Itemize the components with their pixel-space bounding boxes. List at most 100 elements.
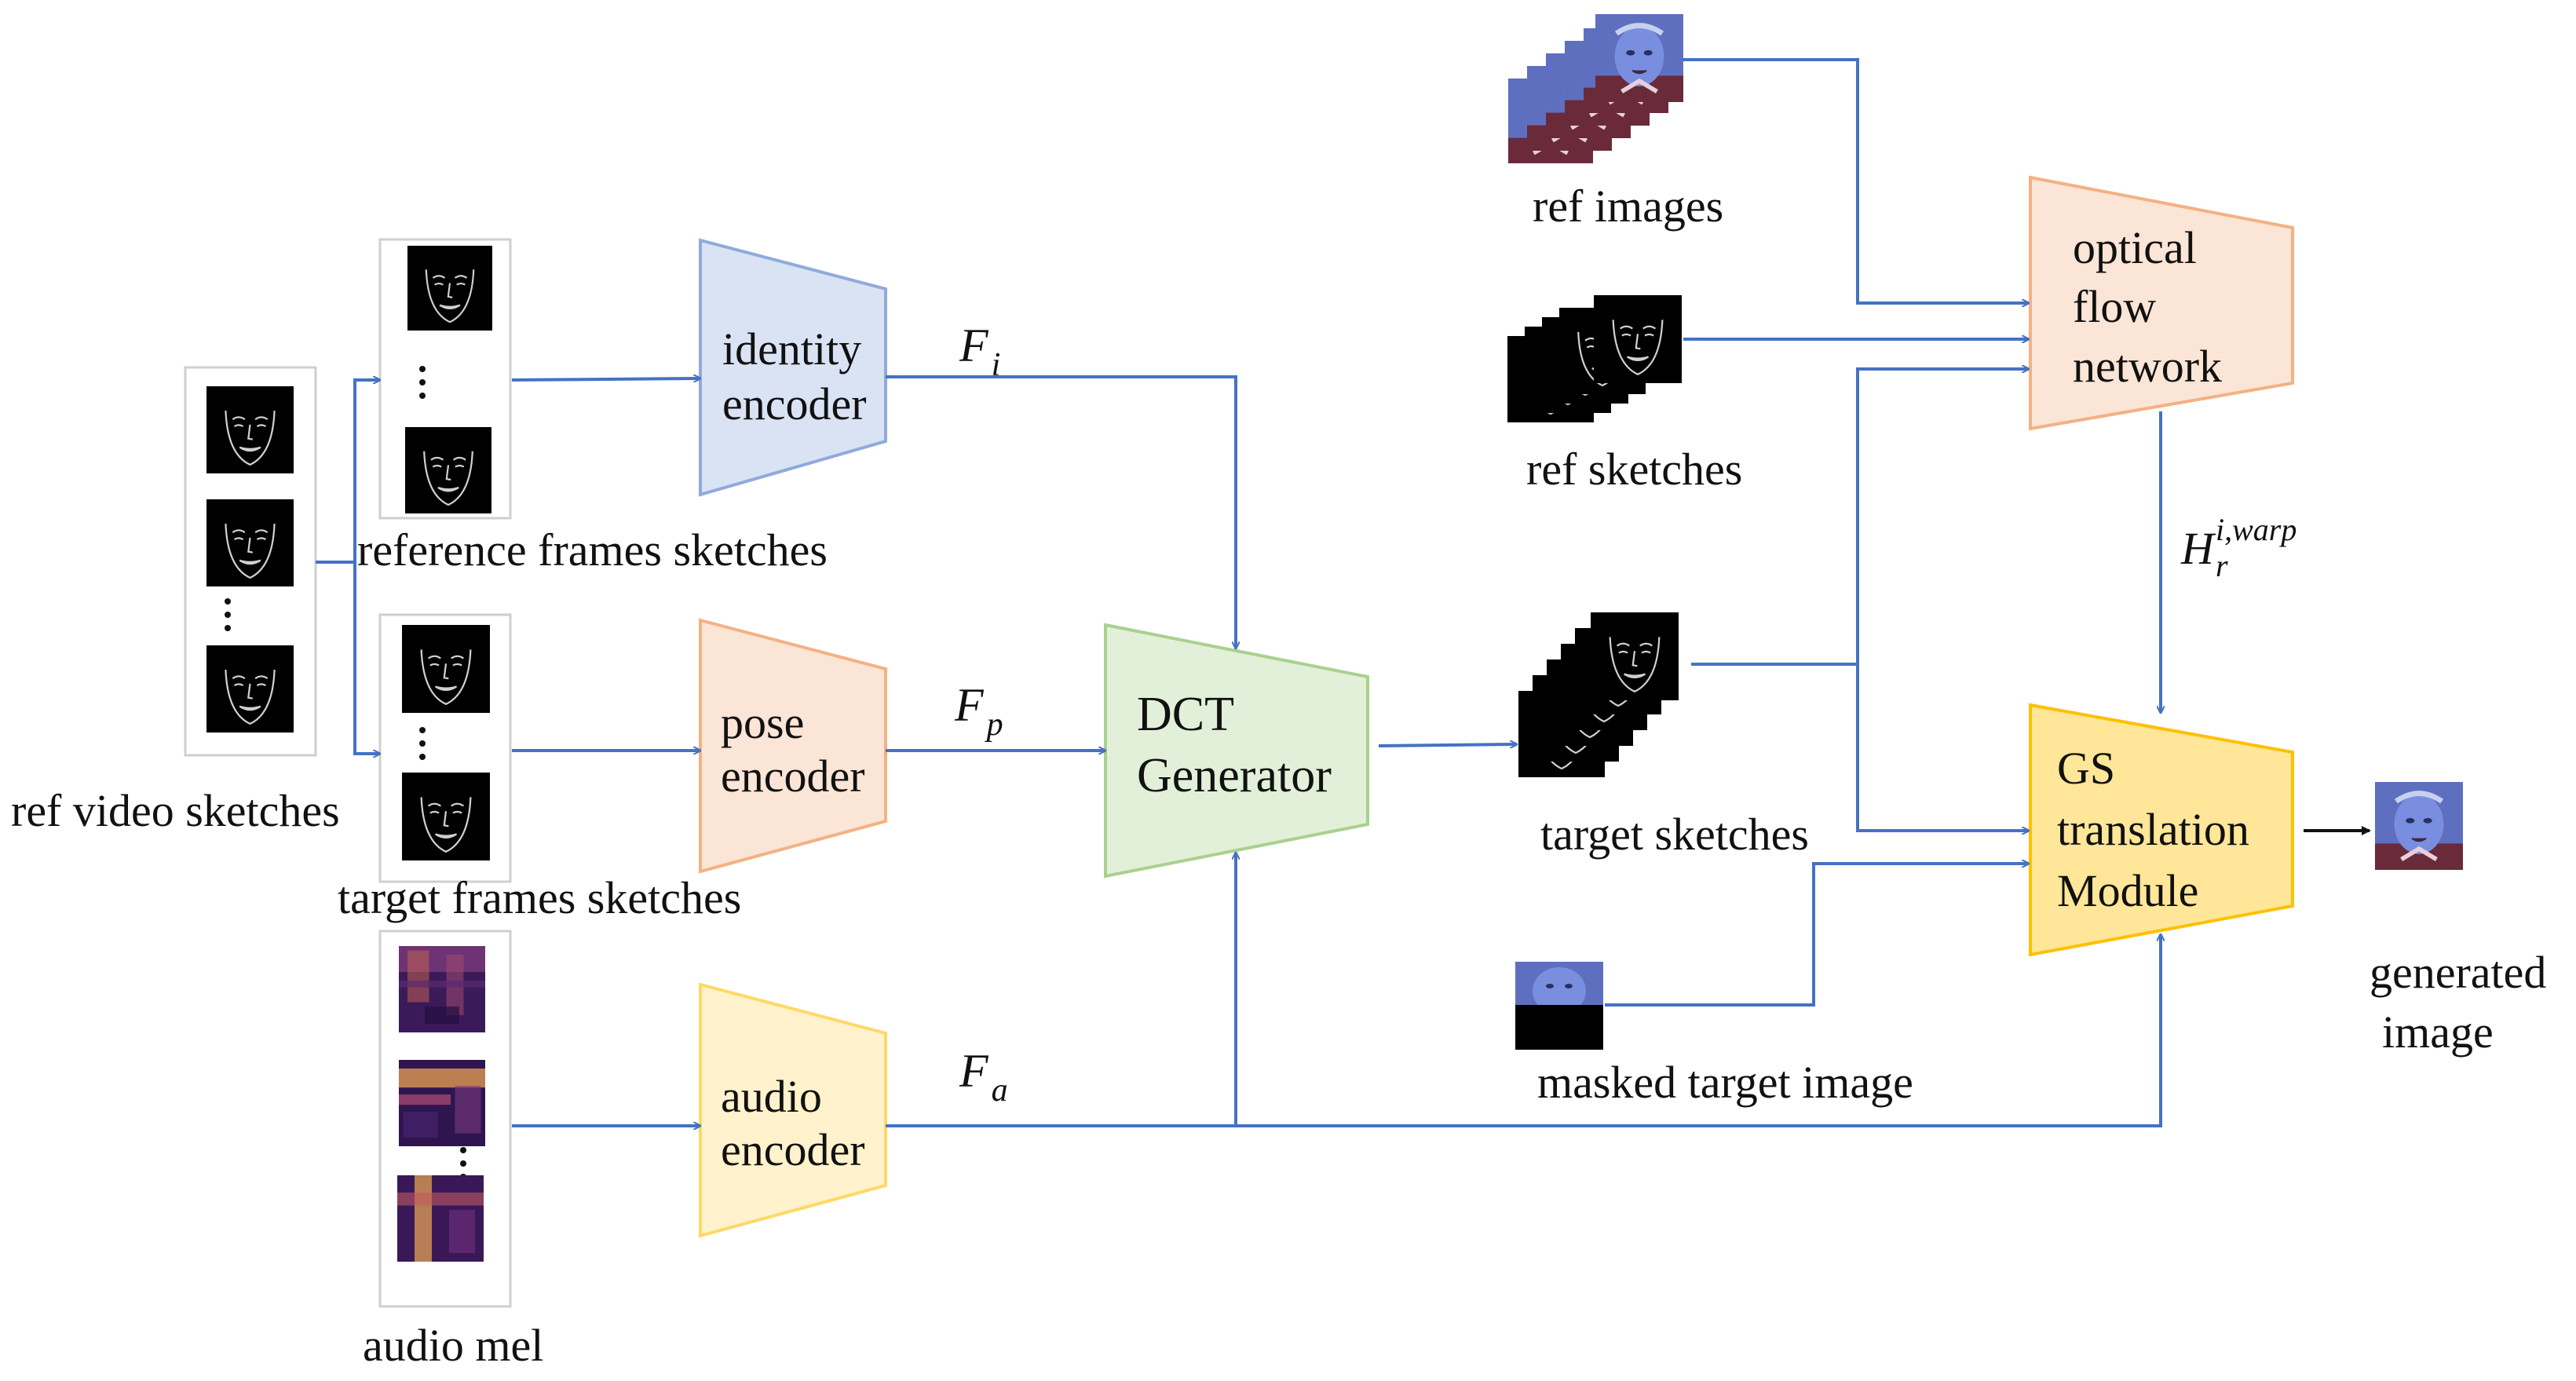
ref-video-to-target-arrow <box>353 562 380 754</box>
ellipsis-dot <box>419 379 426 385</box>
feature-label-fi: Fi <box>959 320 1000 383</box>
mel-spectrogram-thumbnail <box>397 1175 484 1262</box>
ref-video-to-reference-arrow <box>316 380 380 564</box>
audio-encoder-trapezoid <box>699 982 887 1238</box>
sketch-thumbnail <box>1591 612 1679 700</box>
gs-module-line3: Module <box>2057 865 2198 916</box>
mask-region <box>1515 1005 1603 1050</box>
ref-video-sketches-label: ref video sketches <box>11 785 340 836</box>
face-image-thumbnail <box>1595 14 1683 102</box>
audio-mel-label: audio mel <box>363 1320 543 1371</box>
dct-generator-trapezoid <box>1104 623 1369 879</box>
reference-frames-label: reference frames sketches <box>357 524 828 575</box>
target-frames-panel: target frames sketches <box>338 613 741 923</box>
masked-target-to-gs-arrow <box>1605 864 2029 1007</box>
svg-text:Fp: Fp <box>954 679 1003 743</box>
fi-sub: i <box>992 347 1001 383</box>
mel-spectrogram-thumbnail <box>399 1060 485 1146</box>
ref-video-sketches-panel: ref video sketches <box>11 366 340 836</box>
reference-frames-panel: reference frames sketches <box>357 238 828 575</box>
gs-translation-module-block: GS translation Module <box>2029 703 2294 957</box>
sketch-thumbnail <box>1594 294 1682 385</box>
ref-sketches-label: ref sketches <box>1526 444 1742 495</box>
feature-label-warp: H i,warp r <box>2180 512 2296 583</box>
identity-encoder-block: identity encoder <box>699 238 887 497</box>
ellipsis-dot <box>419 393 426 399</box>
ref-images-label: ref images <box>1533 181 1723 232</box>
pose-encoder-trapezoid <box>699 618 887 874</box>
masked-target-image-label: masked target image <box>1537 1057 1913 1108</box>
ref-images-stack: ref images <box>1508 14 1723 232</box>
gs-module-line1: GS <box>2057 743 2115 794</box>
ref-sketches-stack: ref sketches <box>1507 294 1742 495</box>
warp-base: H <box>2180 523 2216 574</box>
target-sketches-to-flow-arrow <box>1691 369 2029 666</box>
optical-flow-network-block: optical flow network <box>2029 175 2294 431</box>
dct-to-target-sketches-arrow <box>1378 744 1517 746</box>
optical-flow-line1: optical <box>2073 222 2197 273</box>
dct-generator-line1: DCT <box>1137 688 1234 741</box>
fi-base: F <box>959 320 989 371</box>
audio-mel-panel: audio mel <box>363 930 543 1371</box>
dct-generator-line2: Generator <box>1137 749 1332 802</box>
sketch-thumbnail <box>405 427 491 513</box>
svg-text:Fa: Fa <box>959 1045 1008 1109</box>
optical-flow-network-trapezoid <box>2029 175 2294 431</box>
optical-flow-line3: network <box>2073 341 2222 392</box>
warp-sup: i,warp <box>2216 512 2296 547</box>
audio-encoder-line1: audio <box>721 1071 822 1122</box>
target-sketches-stack: target sketches <box>1518 612 1809 860</box>
masked-target-image-group: masked target image <box>1515 962 1913 1108</box>
ellipsis-dot <box>460 1160 466 1167</box>
ellipsis-dot <box>419 754 426 760</box>
sketch-thumbnail <box>206 499 294 586</box>
dct-generator-block: DCT Generator <box>1104 623 1369 879</box>
ellipsis-dot <box>225 598 231 605</box>
gs-translation-module-trapezoid <box>2029 703 2294 957</box>
ellipsis-dot <box>419 366 426 372</box>
fp-sub: p <box>985 707 1003 743</box>
ellipsis-dot <box>460 1147 466 1153</box>
identity-to-dct-arrow <box>886 375 1236 648</box>
mel-spectrogram-thumbnail <box>399 946 485 1032</box>
target-sketches-to-gs-arrow <box>1856 664 2029 831</box>
generated-image-group: generated image <box>2370 782 2546 1058</box>
pose-encoder-line2: encoder <box>721 751 865 802</box>
warp-sub: r <box>2216 548 2228 583</box>
optical-flow-line2: flow <box>2073 281 2156 332</box>
generated-image-line1: generated <box>2370 947 2546 998</box>
audio-to-gs-arrow <box>886 934 2161 1127</box>
ellipsis-dot <box>419 727 426 733</box>
masked-face-eye <box>1546 984 1554 988</box>
sketch-thumbnail <box>206 386 294 473</box>
identity-encoder-trapezoid <box>699 238 887 497</box>
identity-encoder-line2: encoder <box>722 378 867 429</box>
pose-encoder-line1: pose <box>721 697 804 748</box>
ref-images-to-flow-arrow <box>1683 58 2029 303</box>
generated-image <box>2375 782 2463 870</box>
target-sketches-label: target sketches <box>1540 809 1809 860</box>
gs-module-line2: translation <box>2057 804 2249 855</box>
identity-encoder-line1: identity <box>722 323 861 374</box>
svg-text:Fi: Fi <box>959 320 1000 383</box>
ellipsis-dot <box>225 612 231 618</box>
sketch-thumbnail <box>402 625 490 713</box>
feature-label-fa: Fa <box>959 1045 1008 1109</box>
generated-image-line2: image <box>2382 1007 2494 1058</box>
connections <box>316 58 2371 1127</box>
target-frames-label: target frames sketches <box>338 872 741 923</box>
sketch-thumbnail <box>402 773 490 860</box>
fp-base: F <box>954 679 985 731</box>
fa-sub: a <box>992 1072 1008 1109</box>
masked-face-eye <box>1565 984 1573 988</box>
pose-encoder-block: pose encoder <box>699 618 887 874</box>
ellipsis-dot <box>225 625 231 631</box>
fa-base: F <box>959 1045 989 1097</box>
ellipsis-dot <box>419 740 426 747</box>
audio-encoder-line2: encoder <box>721 1124 865 1175</box>
reference-to-identity-encoder-arrow <box>511 378 700 380</box>
audio-encoder-block: audio encoder <box>699 982 887 1238</box>
masked-face-upper <box>1533 967 1586 1014</box>
sketch-thumbnail <box>206 645 294 733</box>
